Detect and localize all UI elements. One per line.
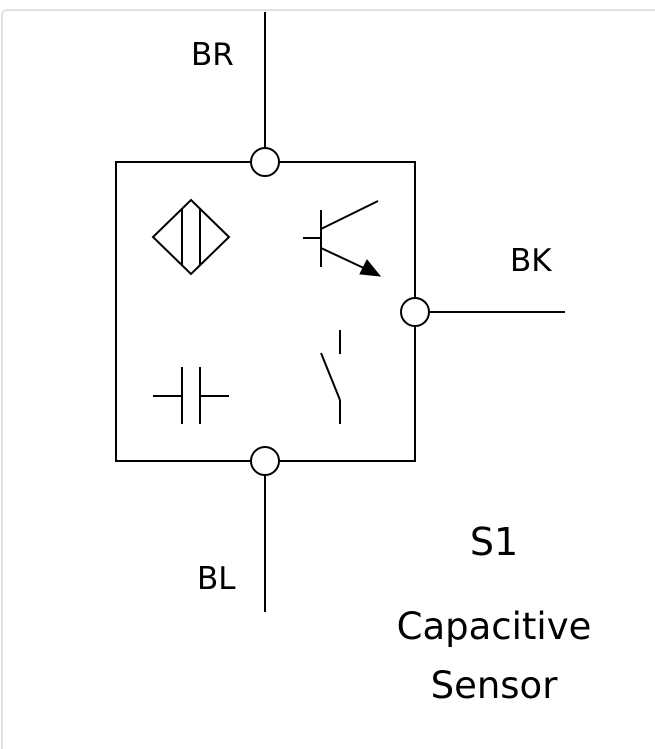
pin-label-bl: BL xyxy=(197,561,236,597)
terminal-bl[interactable] xyxy=(250,446,280,476)
capacitive-sensor-diamond-icon xyxy=(151,198,231,276)
pin-label-br: BR xyxy=(191,37,234,73)
terminal-bk[interactable] xyxy=(400,297,430,327)
component-reference: S1 xyxy=(470,520,518,564)
component-description-line2: Sensor xyxy=(431,664,559,707)
pnp-transistor-icon xyxy=(303,200,382,277)
switch-icon xyxy=(320,330,341,424)
component-description-line1: Capacitive xyxy=(397,605,592,648)
capacitor-icon xyxy=(153,367,229,424)
terminal-br[interactable] xyxy=(250,147,280,177)
component-box xyxy=(115,161,416,462)
pin-label-bk: BK xyxy=(510,243,552,279)
sensor-diagram: BR BK BL S1 Capacitive Sensor xyxy=(115,12,592,707)
canvas-frame xyxy=(1,9,655,749)
